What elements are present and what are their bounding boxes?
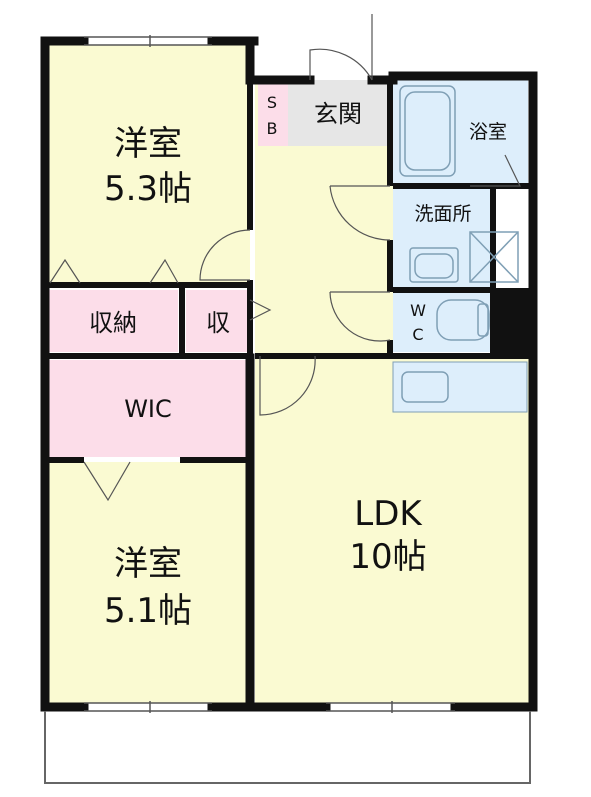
ldk-size: 10帖 [349, 537, 426, 577]
wc-w-label: W [410, 301, 426, 320]
entrance-label: 玄関 [314, 100, 362, 128]
fixtures [399, 85, 519, 403]
kitchen-counter [392, 361, 528, 413]
western-room-top [45, 45, 250, 283]
western-room-bottom-size: 5.1帖 [104, 591, 192, 631]
shoe-box-b-label: B [267, 119, 278, 138]
pipe-shaft [495, 288, 530, 356]
washroom-label: 洗面所 [414, 203, 471, 225]
bathroom-area [393, 80, 528, 184]
western-room-top-size: 5.3帖 [104, 169, 192, 209]
walk-in-closet [45, 360, 250, 457]
storage-label: 収納 [89, 309, 137, 337]
bathroom-label: 浴室 [469, 121, 507, 143]
storage-small [186, 290, 250, 352]
windows [84, 35, 455, 713]
wc-c-label: C [412, 325, 423, 344]
ldk-label: LDK [354, 494, 423, 534]
shoe-box-s-label: S [267, 93, 277, 112]
western-room-top-label: 洋室 [114, 124, 182, 164]
storage-closet [45, 290, 178, 352]
wic-label: WIC [124, 395, 172, 423]
entrance-area [288, 80, 388, 146]
western-room-bottom [45, 462, 250, 703]
interior-walls [45, 80, 530, 463]
western-room-bottom-label: 洋室 [114, 544, 182, 584]
shoe-box [258, 80, 288, 146]
storage-small-label: 収 [206, 309, 230, 337]
ldk-room [255, 358, 530, 703]
door-swings [49, 14, 521, 502]
balcony [44, 711, 531, 784]
